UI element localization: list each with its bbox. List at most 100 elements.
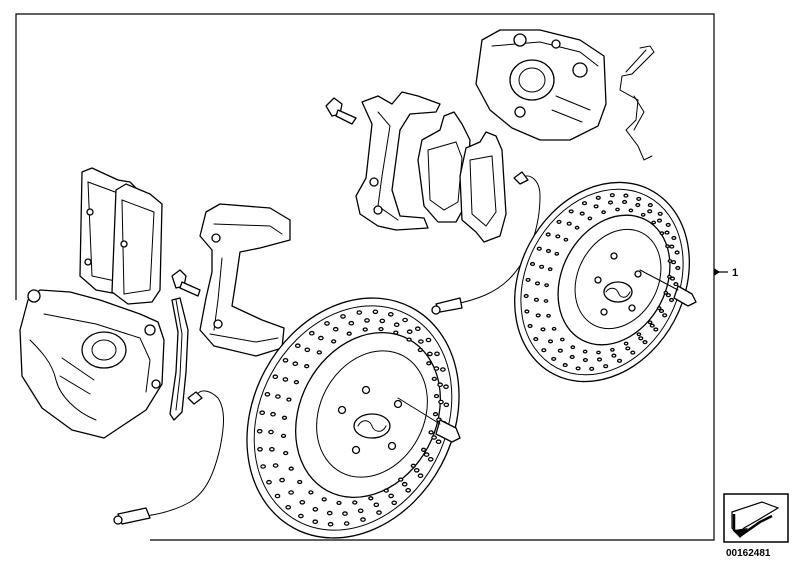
drill-hole (667, 274, 672, 279)
drill-hole (587, 216, 593, 221)
drill-hole (281, 415, 288, 420)
drill-hole (420, 447, 427, 452)
drill-hole (405, 487, 412, 493)
drill-hole (275, 394, 281, 399)
drill-hole (391, 500, 398, 506)
drill-hole (292, 361, 299, 367)
drill-hole (431, 376, 437, 382)
drill-hole (649, 323, 655, 328)
drill-hole (348, 320, 355, 326)
drill-hole (356, 310, 363, 315)
return-arrow-icon[interactable] (723, 493, 789, 543)
drill-hole (554, 251, 560, 256)
drill-hole (665, 244, 670, 249)
drill-hole (615, 207, 620, 212)
drill-hole (402, 317, 408, 323)
drill-hole (659, 231, 665, 236)
drill-hole (662, 313, 668, 318)
drill-hole (428, 430, 434, 435)
drill-hole (274, 493, 281, 499)
group-bracket (15, 13, 728, 541)
drill-hole (574, 225, 580, 230)
drill-hole (635, 202, 641, 208)
drill-hole (327, 521, 334, 527)
drill-hole (417, 347, 423, 353)
drill-hole (673, 282, 679, 287)
drill-hole (607, 200, 614, 205)
drill-hole (647, 203, 653, 208)
drill-hole (656, 306, 662, 311)
drill-hole (379, 318, 386, 324)
drill-hole (304, 364, 310, 369)
drill-hole (435, 439, 442, 445)
drill-hole (630, 350, 636, 355)
drill-hole (545, 248, 552, 254)
drill-hole (609, 193, 615, 198)
drill-hole (541, 348, 547, 353)
drill-hole (257, 446, 263, 452)
drill-hole (318, 335, 324, 341)
drill-hole (603, 364, 609, 369)
brake-caliper-right (475, 29, 607, 141)
drill-hole (657, 211, 663, 216)
drill-hole (288, 490, 294, 495)
drill-hole (443, 402, 450, 408)
disc-rear-drill-holes (523, 193, 681, 371)
brake-pad-left-b (111, 183, 163, 305)
drill-hole (622, 199, 628, 205)
drill-hole (551, 326, 557, 331)
drill-hole (410, 463, 416, 468)
drill-hole (383, 488, 389, 493)
drill-hole (601, 210, 606, 215)
drill-hole (260, 464, 266, 469)
drill-hole (534, 281, 541, 286)
drill-hole (256, 428, 263, 434)
drill-hole (282, 377, 289, 382)
drill-hole (434, 351, 440, 357)
bolt-front-disc (397, 397, 461, 443)
drill-hole (640, 212, 646, 217)
drill-hole (332, 326, 339, 332)
drill-hole (529, 261, 536, 267)
drill-hole (610, 347, 615, 352)
wear-sensor-left (113, 390, 224, 525)
drill-hole (304, 347, 311, 353)
drill-hole (340, 314, 346, 319)
brake-pad-right-b (459, 131, 507, 243)
drill-hole (427, 351, 433, 357)
drill-hole (547, 339, 554, 344)
drill-hole (425, 337, 432, 343)
drill-hole (623, 341, 629, 346)
drill-hole (647, 209, 653, 214)
drill-hole (665, 222, 671, 227)
drill-hole (658, 308, 665, 314)
drill-hole (312, 519, 319, 524)
drill-hole (259, 410, 266, 416)
drill-hole (628, 208, 634, 213)
caliper-carrier-left (199, 203, 291, 357)
drill-hole (671, 235, 677, 241)
bolt-rear-disc (639, 269, 697, 307)
drill-hole (669, 276, 676, 281)
drill-hole (611, 353, 617, 358)
drill-hole (667, 259, 673, 263)
drill-hole (593, 204, 599, 209)
drill-hole (437, 382, 443, 388)
drill-hole (579, 211, 585, 216)
drill-hole (625, 346, 631, 351)
drill-hole (297, 479, 303, 485)
brake-disc-front (246, 297, 460, 539)
drill-hole (336, 500, 342, 506)
drill-hole (589, 366, 595, 371)
drill-hole (298, 513, 304, 519)
drill-hole (282, 357, 289, 363)
drill-hole (331, 339, 337, 344)
drill-hole (398, 477, 404, 482)
drill-hole (525, 277, 531, 282)
drill-hole (431, 435, 437, 440)
drill-hole (665, 293, 671, 298)
drill-hole (575, 366, 581, 371)
drill-hole (569, 354, 575, 360)
drill-hole (556, 219, 562, 224)
